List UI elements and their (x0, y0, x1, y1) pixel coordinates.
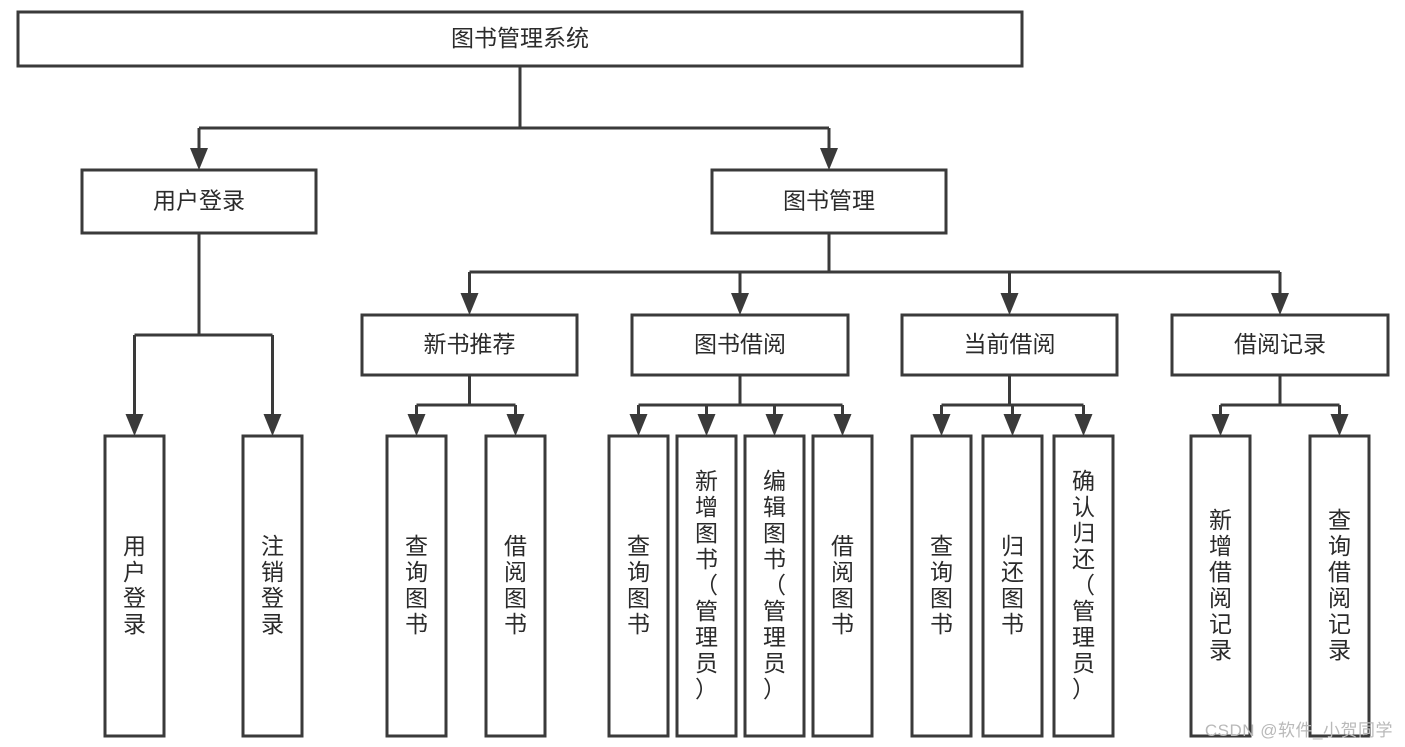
leaf-node-label: 用户登录 (123, 533, 146, 637)
leaf-node[interactable]: 查询借阅记录 (1308, 434, 1371, 738)
l2-1-arrow-3 (833, 414, 852, 436)
leaf-node-label: 查询图书 (627, 533, 650, 637)
leaf-node[interactable]: 新增图书（管理员） (675, 434, 738, 738)
leaf-node-label: 查询借阅记录 (1328, 507, 1351, 663)
leaf-node[interactable]: 归还图书 (981, 434, 1044, 738)
l2-1-arrow-1 (697, 414, 716, 436)
level2-node[interactable]: 当前借阅 (900, 313, 1119, 377)
leaf-node-label: 借阅图书 (831, 533, 854, 637)
level2-node-label: 图书借阅 (694, 331, 786, 357)
user-login-arrow-0 (125, 414, 144, 436)
level2-node-label: 当前借阅 (964, 331, 1056, 357)
leaf-node-shape[interactable] (910, 434, 973, 738)
leaf-node[interactable]: 编辑图书（管理员） (743, 434, 806, 738)
level2-node-shape[interactable] (1170, 313, 1390, 377)
leaf-node-label: 查询图书 (930, 533, 953, 637)
leaf-node-shape[interactable] (385, 434, 448, 738)
l2-0-arrow-1 (506, 414, 525, 436)
l2-1-arrow-0 (629, 414, 648, 436)
node-layer: 图书管理系统用户登录图书管理新书推荐图书借阅当前借阅借阅记录用户登录注销登录查询… (16, 10, 1390, 738)
root-node-label: 图书管理系统 (451, 25, 589, 51)
leaf-node-shape[interactable] (484, 434, 547, 738)
level2-node[interactable]: 借阅记录 (1170, 313, 1390, 377)
connector-layer (125, 66, 1349, 436)
level2-node-shape[interactable] (630, 313, 850, 377)
leaf-node[interactable]: 查询图书 (607, 434, 670, 738)
root-arrow-0 (190, 148, 208, 170)
leaf-node-shape[interactable] (1052, 434, 1115, 738)
leaf-node[interactable]: 借阅图书 (811, 434, 874, 738)
level1-node-shape[interactable] (710, 168, 948, 235)
csdn-watermark: CSDN @软件_小贺同学 (1204, 721, 1393, 740)
l2-0-arrow-0 (407, 414, 426, 436)
level2-node-label: 新书推荐 (424, 331, 516, 357)
leaf-node-shape[interactable] (241, 434, 304, 738)
leaf-node[interactable]: 查询图书 (910, 434, 973, 738)
leaf-node-label: 注销登录 (261, 533, 284, 637)
l2-2-arrow-2 (1074, 414, 1093, 436)
leaf-node[interactable]: 用户登录 (103, 434, 166, 738)
leaf-node-shape[interactable] (1308, 434, 1371, 738)
leaf-node-shape[interactable] (743, 434, 806, 738)
leaf-node-label: 归还图书 (1001, 533, 1024, 637)
leaf-node-label: 查询图书 (405, 533, 428, 637)
root-arrow-1 (820, 148, 838, 170)
level2-node-shape[interactable] (900, 313, 1119, 377)
l2-2-arrow-1 (1003, 414, 1022, 436)
leaf-node-shape[interactable] (811, 434, 874, 738)
level2-node-label: 借阅记录 (1234, 331, 1326, 357)
root-node-shape[interactable] (16, 10, 1024, 68)
leaf-node-label: 新增借阅记录 (1209, 507, 1232, 663)
leaf-node[interactable]: 新增借阅记录 (1189, 434, 1252, 738)
leaf-node-label: 编辑图书（管理员） (763, 468, 786, 702)
leaf-node-shape[interactable] (607, 434, 670, 738)
level1-node[interactable]: 用户登录 (80, 168, 318, 235)
leaf-node-shape[interactable] (103, 434, 166, 738)
leaf-node[interactable]: 借阅图书 (484, 434, 547, 738)
leaf-node-shape[interactable] (675, 434, 738, 738)
level2-node[interactable]: 图书借阅 (630, 313, 850, 377)
leaf-node-shape[interactable] (981, 434, 1044, 738)
leaf-node[interactable]: 查询图书 (385, 434, 448, 738)
book-mgmt-arrow-0 (460, 293, 479, 315)
book-mgmt-arrow-3 (1271, 293, 1289, 315)
level1-node[interactable]: 图书管理 (710, 168, 948, 235)
l2-2-arrow-0 (932, 414, 951, 436)
l2-3-arrow-1 (1330, 414, 1349, 436)
leaf-node-label: 借阅图书 (504, 533, 527, 637)
level1-node-label: 图书管理 (783, 188, 875, 214)
book-mgmt-arrow-1 (731, 293, 749, 315)
leaf-node-label: 确认归还（管理员） (1072, 468, 1095, 702)
level2-node[interactable]: 新书推荐 (360, 313, 579, 377)
level1-node-label: 用户登录 (153, 188, 245, 214)
leaf-node-label: 新增图书（管理员） (695, 468, 718, 702)
level2-node-shape[interactable] (360, 313, 579, 377)
leaf-node[interactable]: 注销登录 (241, 434, 304, 738)
book-mgmt-arrow-2 (1000, 293, 1019, 315)
l2-3-arrow-0 (1211, 414, 1230, 436)
root-node[interactable]: 图书管理系统 (16, 10, 1024, 68)
level1-node-shape[interactable] (80, 168, 318, 235)
user-login-arrow-1 (263, 414, 282, 436)
leaf-node[interactable]: 确认归还（管理员） (1052, 434, 1115, 738)
l2-1-arrow-2 (765, 414, 784, 436)
leaf-node-shape[interactable] (1189, 434, 1252, 738)
